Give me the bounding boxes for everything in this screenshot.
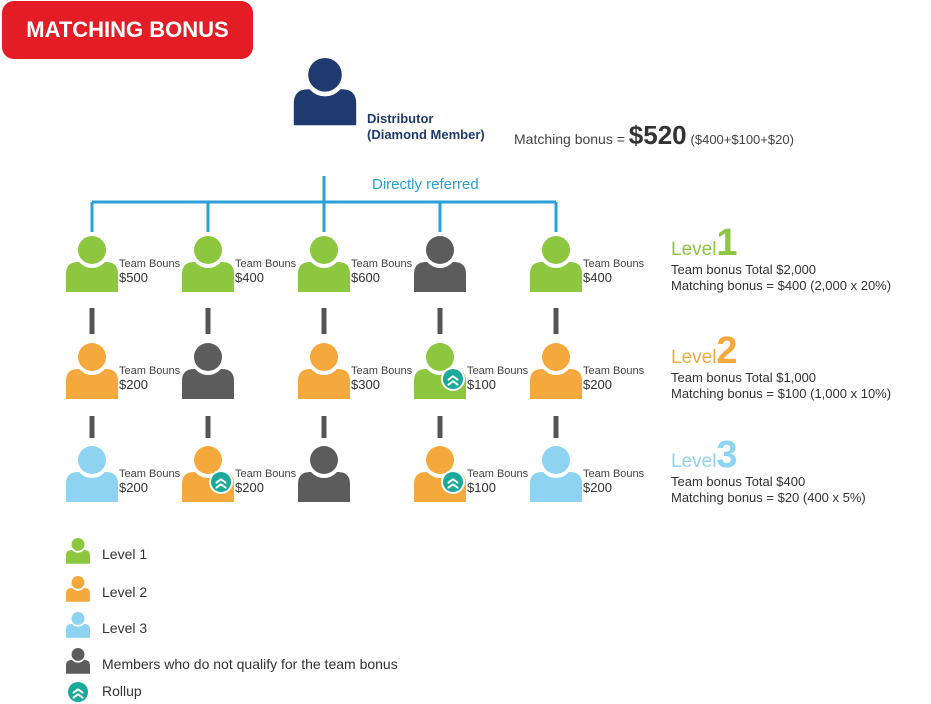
team-bonus-title: Team Bouns [119, 365, 181, 377]
level-matching: Matching bonus = $100 (1,000 x 10%) [671, 386, 892, 401]
level-word: Level [671, 347, 717, 368]
team-bonus-label: Team Bouns$300 [351, 364, 412, 392]
legend-label: Level 3 [102, 620, 148, 636]
member-person-icon [298, 341, 350, 399]
level-matching: Matching bonus = $400 (2,000 x 20%) [671, 278, 892, 293]
team-bonus-label: Team Bouns$200 [119, 467, 180, 495]
member-person-icon [66, 341, 118, 399]
level-team-total: Team bonus Total $1,000 [671, 370, 817, 385]
member-person-icon [66, 234, 118, 292]
team-bonus-amount: $500 [119, 270, 148, 285]
legend-person-icon [66, 537, 90, 564]
legend-person-icon [66, 575, 90, 602]
team-bonus-title: Team Bouns [235, 258, 297, 270]
member-person-icon [182, 234, 234, 292]
team-bonus-label: Team Bouns$200 [583, 364, 644, 392]
member-person-icon [530, 444, 582, 502]
legend-label: Level 1 [102, 546, 148, 562]
member-person-icon [414, 234, 466, 292]
member-person-icon [530, 341, 582, 399]
level-matching: Matching bonus = $20 (400 x 5%) [671, 490, 866, 505]
team-bonus-title: Team Bouns [351, 365, 413, 377]
team-bonus-title: Team Bouns [467, 365, 529, 377]
team-bonus-title: Team Bouns [235, 468, 297, 480]
team-bonus-label: Team Bouns$400 [583, 257, 644, 285]
level-heading: Level3 [671, 436, 738, 474]
team-bonus-title: Team Bouns [583, 468, 645, 480]
team-bonus-label: Team Bouns$200 [235, 467, 296, 495]
team-bonus-amount: $600 [351, 270, 380, 285]
team-bonus-label: Team Bouns$200 [119, 364, 180, 392]
legend-label: Members who do not qualify for the team … [102, 656, 398, 672]
team-bonus-label: Team Bouns$600 [351, 257, 412, 285]
connector-lines [89, 176, 559, 438]
team-bonus-title: Team Bouns [583, 365, 645, 377]
level-word: Level [671, 239, 717, 260]
level-number: 2 [716, 330, 738, 372]
distributor-person-icon [293, 55, 357, 126]
page-title: MATCHING BONUS [26, 17, 229, 42]
team-bonus-title: Team Bouns [119, 258, 181, 270]
level-team-total: Team bonus Total $400 [671, 474, 806, 489]
team-bonus-amount: $200 [583, 377, 612, 392]
level-word: Level [671, 451, 717, 472]
team-bonus-label: Team Bouns$400 [235, 257, 296, 285]
team-bonus-amount: $400 [583, 270, 612, 285]
distributor-matching: Matching bonus = $520 ($400+$100+$20) [514, 120, 794, 151]
distributor-name: Distributor (Diamond Member) [367, 111, 485, 142]
rollup-icon [441, 470, 465, 494]
legend-rollup-icon [66, 680, 90, 704]
team-bonus-label: Team Bouns$200 [583, 467, 644, 495]
team-bonus-title: Team Bouns [467, 468, 529, 480]
team-bonus-label: Team Bouns$100 [467, 364, 528, 392]
legend-person-icon [66, 611, 90, 638]
team-bonus-label: Team Bouns$100 [467, 467, 528, 495]
team-bonus-amount: $200 [583, 480, 612, 495]
level-heading: Level1 [671, 224, 738, 262]
member-person-icon [66, 444, 118, 502]
team-bonus-amount: $100 [467, 377, 496, 392]
team-bonus-label: Team Bouns$500 [119, 257, 180, 285]
member-person-icon [182, 341, 234, 399]
legend-label: Level 2 [102, 584, 148, 600]
level-heading: Level2 [671, 332, 738, 370]
level-number: 1 [716, 222, 738, 264]
member-person-icon [530, 234, 582, 292]
team-bonus-amount: $400 [235, 270, 264, 285]
member-person-icon [298, 444, 350, 502]
distributor-matching-breakdown: ($400+$100+$20) [690, 132, 794, 147]
distributor-matching-amount: $520 [628, 120, 687, 150]
legend-label: Rollup [102, 683, 142, 699]
distributor-matching-prefix: Matching bonus = [514, 131, 629, 147]
directly-referred-label: Directly referred [372, 176, 479, 193]
legend-person-icon [66, 647, 90, 674]
team-bonus-title: Team Bouns [583, 258, 645, 270]
level-team-total: Team bonus Total $2,000 [671, 262, 817, 277]
team-bonus-amount: $200 [119, 480, 148, 495]
team-bonus-title: Team Bouns [351, 258, 413, 270]
team-bonus-amount: $200 [119, 377, 148, 392]
member-person-icon [298, 234, 350, 292]
title-badge: MATCHING BONUS [2, 1, 253, 59]
team-bonus-amount: $300 [351, 377, 380, 392]
team-bonus-title: Team Bouns [119, 468, 181, 480]
level-number: 3 [716, 434, 738, 476]
rollup-icon [209, 470, 233, 494]
team-bonus-amount: $200 [235, 480, 264, 495]
team-bonus-amount: $100 [467, 480, 496, 495]
rollup-icon [441, 367, 465, 391]
